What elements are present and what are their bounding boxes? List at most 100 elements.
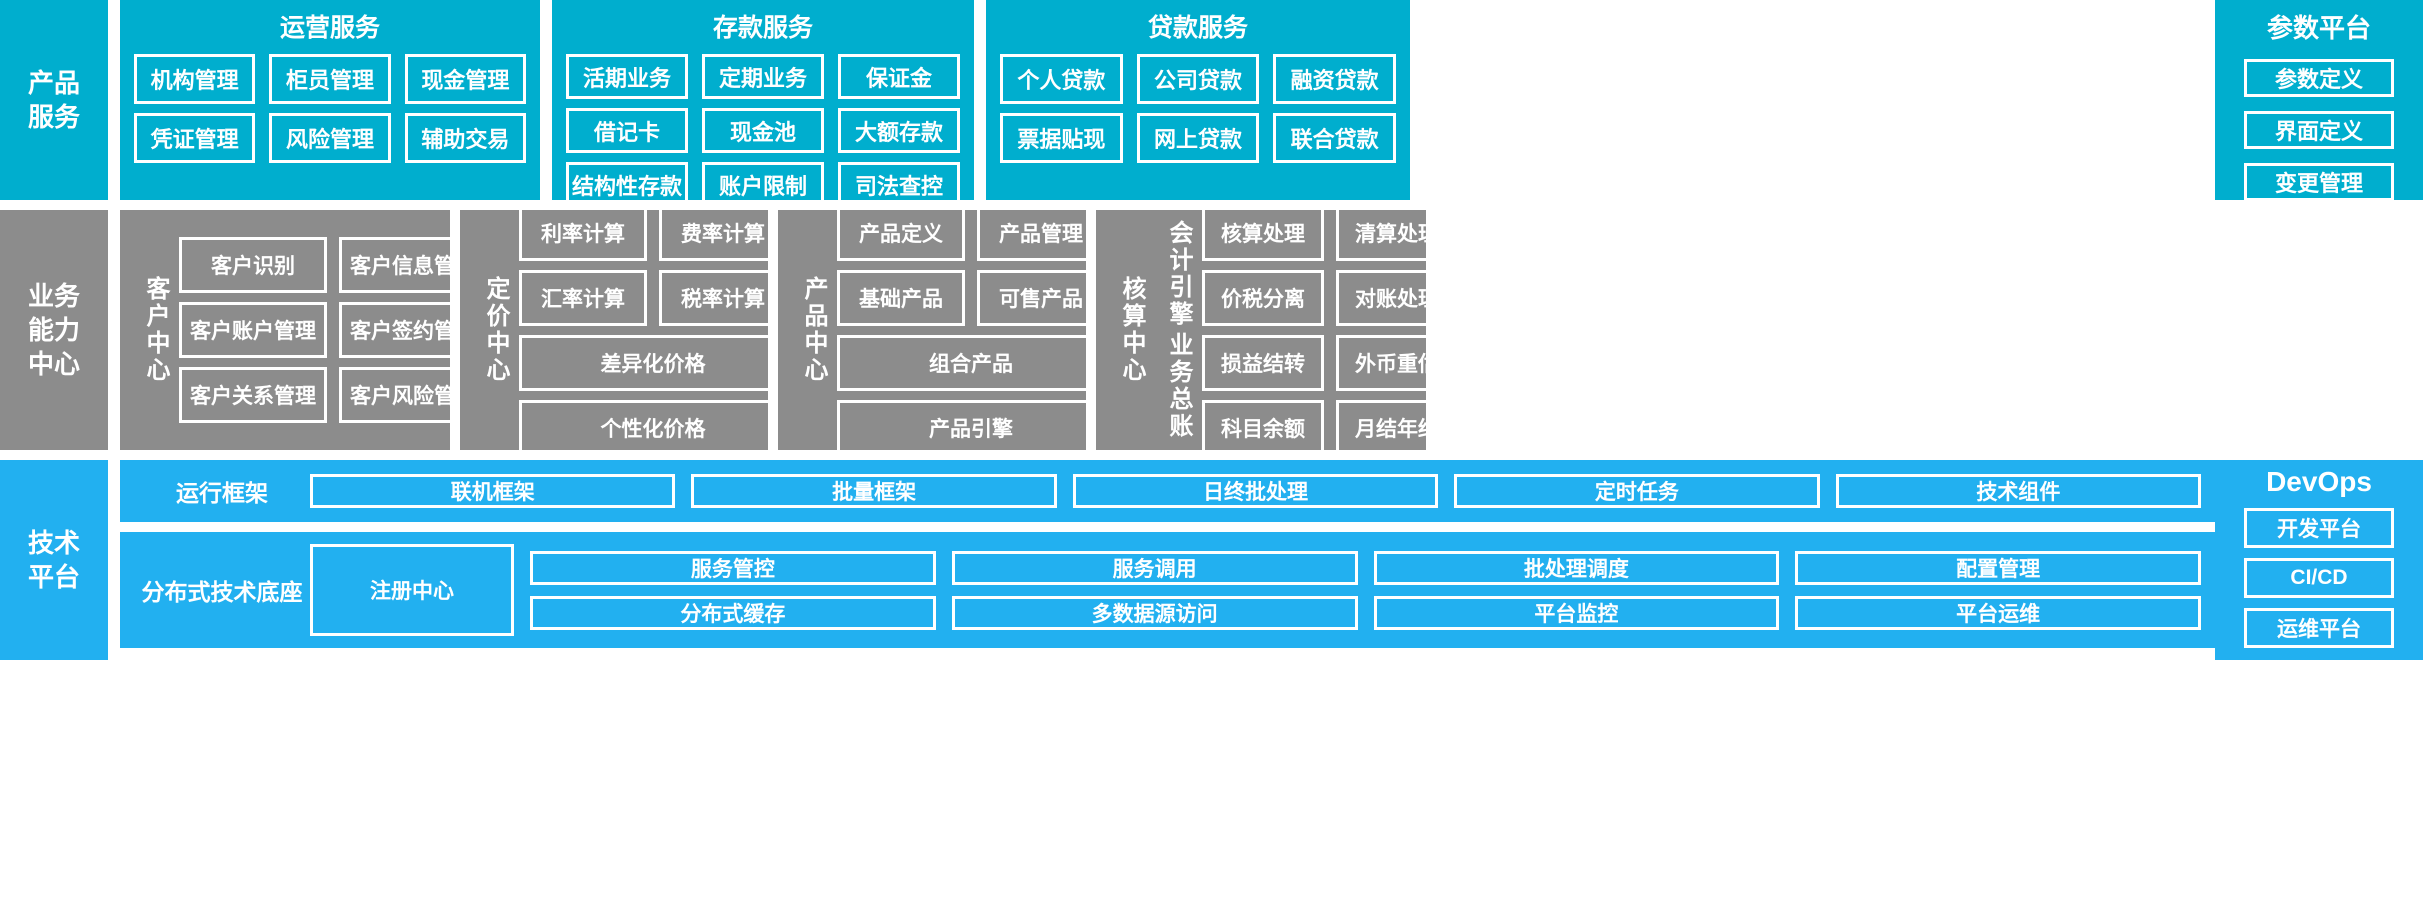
center-row: 差异化价格 [519, 334, 787, 391]
tech-cell-batch-framework[interactable]: 批量框架 [691, 474, 1057, 508]
tier-product-services: 产品服务 运营服务 机构管理 柜员管理 现金管理 凭证管理 风险管理 [0, 0, 2423, 357]
sidebar-item-process-management[interactable]: 流程管理 [2244, 215, 2394, 253]
group-title-deposit: 存款服务 [712, 14, 813, 42]
capability-cell-composite-product[interactable]: 组合产品 [837, 334, 1105, 391]
capability-cell-product-definition[interactable]: 产品定义 [837, 204, 965, 261]
center-row: 产品定义 产品管理 [837, 204, 1105, 261]
capability-cell-reconciliation-processing[interactable]: 对账处理 [1336, 269, 1458, 326]
tier-label-business-capability: 业务能力中心 [0, 210, 108, 450]
tech-cell-batch-scheduling[interactable]: 批处理调度 [1373, 550, 1780, 585]
capability-cell-price-tax-separation[interactable]: 价税分离 [1202, 269, 1324, 326]
strip-label-runtime-framework: 运行框架 [176, 480, 268, 506]
service-cell-org-mgmt[interactable]: 机构管理 [134, 54, 256, 104]
center-sublabel-accounting-engine: 会计引擎 [1165, 220, 1192, 328]
group-title-operations: 运营服务 [279, 14, 380, 42]
center-sublabel-business-ledger: 业务总账 [1165, 332, 1192, 440]
sidebar-title-parameter-platform: 参数平台 [2266, 13, 2371, 43]
capability-cell-settlement-processing[interactable]: 清算处理 [1336, 204, 1458, 261]
tech-cell-distributed-cache[interactable]: 分布式缓存 [530, 595, 936, 630]
capability-cell-customer-identification[interactable]: 客户识别 [179, 237, 327, 293]
service-cell-demand-business[interactable]: 活期业务 [566, 54, 688, 99]
sidebar-item-ci-cd[interactable]: CI/CD [2244, 558, 2394, 598]
sidebar-item-parameter-definition[interactable]: 参数定义 [2244, 59, 2394, 97]
service-cell-personal-loan[interactable]: 个人贷款 [1000, 54, 1123, 104]
center-label-accounting: 核算中心 [1118, 276, 1145, 384]
center-accounting: 核算中心 会计引擎 业务总账 核算处理 清算处理 价税分离 对账处理 损益结 [1096, 204, 1458, 456]
group-loan-service: 贷款服务 个人贷款 公司贷款 融资贷款 票据贴现 网上贷款 联合贷款 [986, 0, 1410, 200]
capability-cell-fee-rate-calc[interactable]: 费率计算 [659, 204, 787, 261]
service-cell-cash-pool[interactable]: 现金池 [702, 108, 824, 153]
group-row: 活期业务 定期业务 保证金 [566, 54, 960, 99]
tech-cell-platform-monitoring[interactable]: 平台监控 [1373, 595, 1780, 630]
tech-cell-service-governance[interactable]: 服务管控 [530, 550, 936, 585]
group-row: 凭证管理 风险管理 辅助交易 [134, 113, 526, 163]
capability-cell-accounting-processing[interactable]: 核算处理 [1202, 204, 1324, 261]
service-cell-time-business[interactable]: 定期业务 [702, 54, 824, 99]
product-service-groups: 运营服务 机构管理 柜员管理 现金管理 凭证管理 风险管理 辅助交易 [108, 0, 2215, 207]
service-cell-cash-mgmt[interactable]: 现金管理 [404, 54, 526, 104]
tier-technology-platform: 技术平台 运行框架 联机框架 批量框架 日终批处理 定时任务 技术组件 分布 [0, 460, 2423, 660]
service-cell-margin-deposit[interactable]: 保证金 [838, 54, 960, 99]
capability-cell-foreign-currency-revaluation[interactable]: 外币重估 [1336, 334, 1458, 391]
tech-cell-multi-datasource-access[interactable]: 多数据源访问 [951, 595, 1358, 630]
center-row: 汇率计算 税率计算 [519, 269, 787, 326]
center-row: 科目余额 月结年结 [1202, 399, 1458, 456]
sidebar-parameter-platform: 参数平台 参数定义 界面定义 变更管理 流程管理 参数发布 参数对比 [2215, 0, 2423, 357]
strip-label-distributed-base: 分布式技术底座 [141, 579, 303, 605]
center-row: 客户关系管理 客户风险管理 [179, 367, 487, 423]
center-row: 基础产品 可售产品 [837, 269, 1105, 326]
tech-cell-config-management[interactable]: 配置管理 [1795, 550, 2201, 585]
sidebar-item-parameter-release[interactable]: 参数发布 [2244, 267, 2394, 305]
capability-cell-interest-rate-calc[interactable]: 利率计算 [519, 204, 647, 261]
strip-distributed-technology-base: 分布式技术底座 注册中心 服务管控 服务调用 批处理调度 配置管理 分布式缓存 [120, 532, 2215, 648]
capability-cell-customer-relationship-mgmt[interactable]: 客户关系管理 [179, 367, 327, 423]
capability-cell-differentiated-pricing[interactable]: 差异化价格 [519, 334, 787, 391]
tech-cell-service-invocation[interactable]: 服务调用 [951, 550, 1358, 585]
technology-strips: 运行框架 联机框架 批量框架 日终批处理 定时任务 技术组件 分布式技术底座 注… [108, 460, 2215, 660]
capability-cell-personalized-pricing[interactable]: 个性化价格 [519, 399, 787, 456]
capability-cell-month-year-end-close[interactable]: 月结年结 [1336, 399, 1458, 456]
service-cell-debit-card[interactable]: 借记卡 [566, 108, 688, 153]
capability-cell-tax-rate-calc[interactable]: 税率计算 [659, 269, 787, 326]
center-label-product: 产品中心 [800, 276, 827, 384]
center-label-customer: 客户中心 [142, 276, 169, 384]
tech-cell-scheduled-task[interactable]: 定时任务 [1454, 474, 1820, 508]
service-cell-syndicated-loan[interactable]: 联合贷款 [1273, 113, 1397, 163]
sidebar-item-operations-platform[interactable]: 运维平台 [2244, 608, 2394, 648]
group-operations-service: 运营服务 机构管理 柜员管理 现金管理 凭证管理 风险管理 辅助交易 [120, 0, 540, 200]
center-row: 个性化价格 [519, 399, 787, 456]
service-cell-corporate-loan[interactable]: 公司贷款 [1136, 54, 1260, 104]
capability-centers: 客户中心 客户识别 客户信息管理 客户账户管理 客户签约管理 客户关系管理 客户… [108, 204, 2423, 456]
sidebar-item-interface-definition[interactable]: 界面定义 [2244, 111, 2394, 149]
tech-cell-registry-center[interactable]: 注册中心 [310, 544, 514, 636]
service-cell-bill-discount[interactable]: 票据贴现 [1000, 113, 1123, 163]
service-cell-teller-mgmt[interactable]: 柜员管理 [269, 54, 391, 104]
service-cell-aux-transaction[interactable]: 辅助交易 [404, 113, 526, 163]
tech-cell-platform-operations[interactable]: 平台运维 [1795, 595, 2201, 630]
tier-label-technology-platform: 技术平台 [0, 460, 108, 660]
capability-cell-exchange-rate-calc[interactable]: 汇率计算 [519, 269, 647, 326]
service-cell-voucher-mgmt[interactable]: 凭证管理 [134, 113, 256, 163]
center-row: 价税分离 对账处理 [1202, 269, 1458, 326]
tech-cell-eod-batch-processing[interactable]: 日终批处理 [1072, 474, 1439, 508]
capability-cell-profit-loss-carryover[interactable]: 损益结转 [1202, 334, 1324, 391]
tech-cell-technical-components[interactable]: 技术组件 [1835, 474, 2202, 508]
service-cell-financing-loan[interactable]: 融资贷款 [1273, 54, 1397, 104]
capability-cell-product-engine[interactable]: 产品引擎 [837, 399, 1105, 456]
capability-cell-base-product[interactable]: 基础产品 [837, 269, 965, 326]
sidebar-item-development-platform[interactable]: 开发平台 [2244, 508, 2394, 548]
group-row: 票据贴现 网上贷款 联合贷款 [1000, 113, 1397, 163]
sidebar-item-change-management[interactable]: 变更管理 [2244, 163, 2394, 201]
capability-cell-sellable-product[interactable]: 可售产品 [977, 269, 1105, 326]
center-label-pricing: 定价中心 [482, 276, 509, 384]
capability-cell-product-management[interactable]: 产品管理 [977, 204, 1105, 261]
strip-row: 服务管控 服务调用 批处理调度 配置管理 [530, 550, 2201, 585]
sidebar-devops: DevOps 开发平台 CI/CD 运维平台 [2215, 460, 2423, 660]
sidebar-item-parameter-compare[interactable]: 参数对比 [2244, 319, 2394, 357]
service-cell-online-loan[interactable]: 网上贷款 [1136, 113, 1260, 163]
tech-cell-online-framework[interactable]: 联机框架 [310, 474, 676, 508]
capability-cell-customer-account-mgmt[interactable]: 客户账户管理 [179, 302, 327, 358]
capability-cell-account-balance[interactable]: 科目余额 [1202, 399, 1324, 456]
service-cell-risk-mgmt[interactable]: 风险管理 [269, 113, 391, 163]
service-cell-large-deposit[interactable]: 大额存款 [838, 108, 960, 153]
